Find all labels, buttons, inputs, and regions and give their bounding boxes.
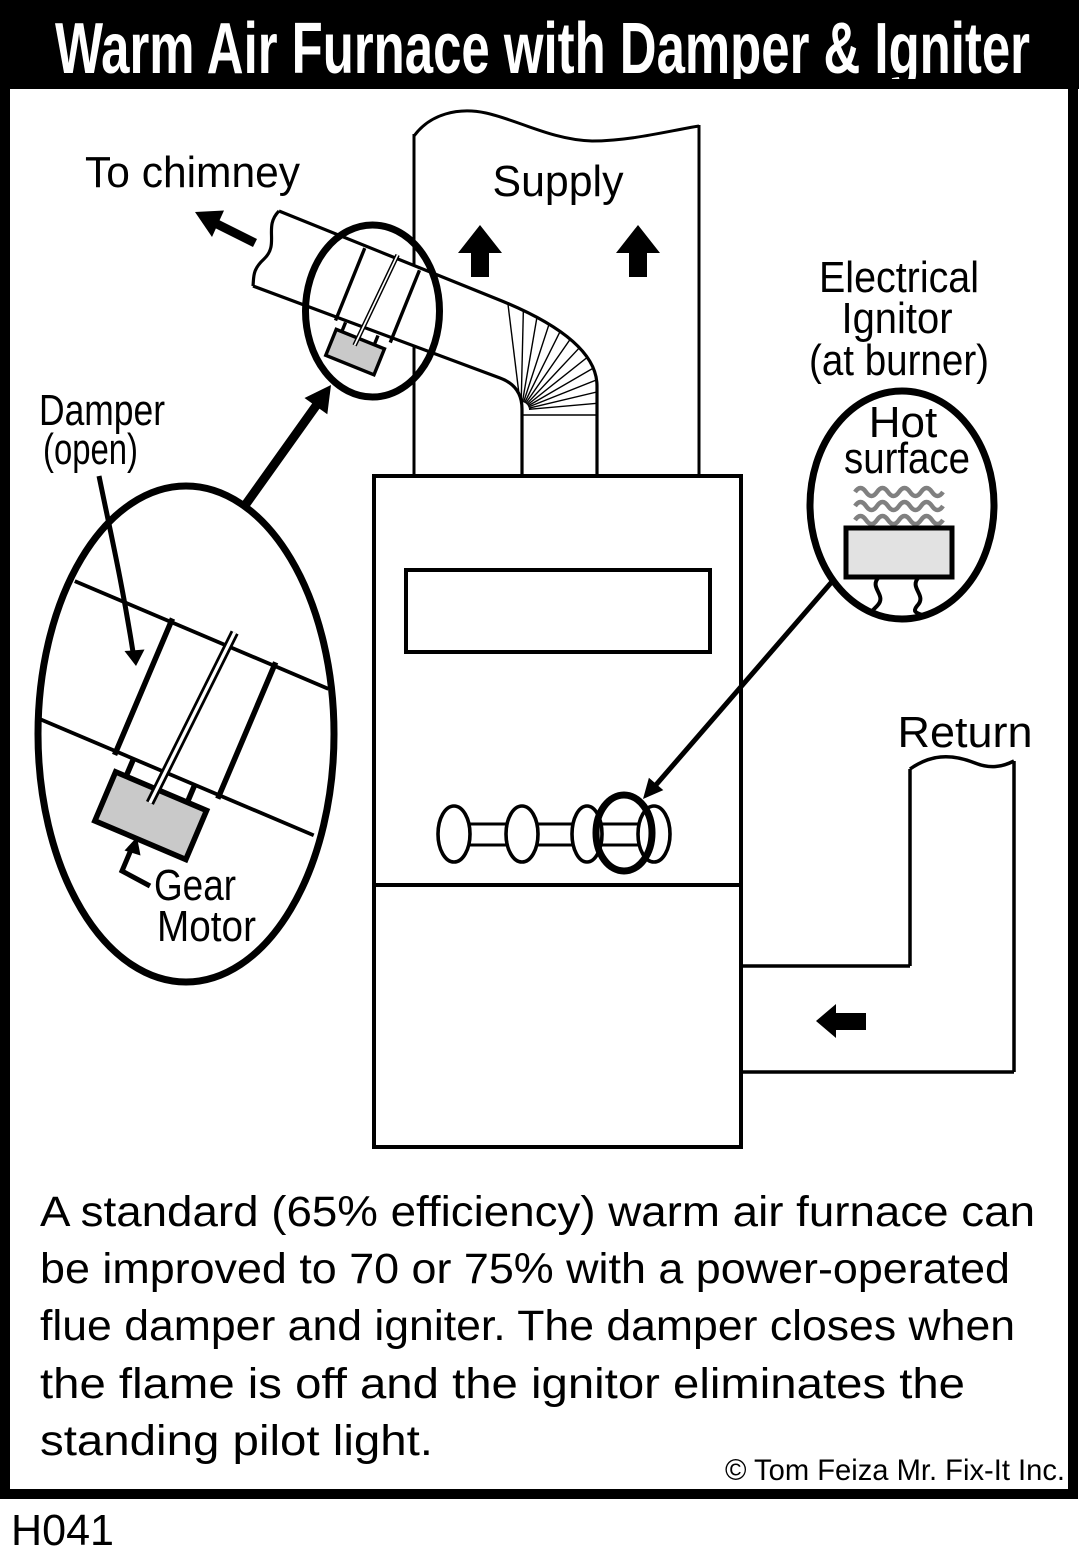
svg-text:H041: H041 xyxy=(11,1506,114,1548)
svg-text:To chimney: To chimney xyxy=(85,148,300,197)
svg-text:Supply: Supply xyxy=(493,157,624,206)
svg-text:Motor: Motor xyxy=(157,902,256,951)
svg-text:Gear: Gear xyxy=(154,861,236,910)
svg-text:flue damper and igniter. The: flue damper and igniter. The damper clos… xyxy=(40,1302,1015,1350)
svg-text:surface: surface xyxy=(844,434,970,483)
svg-text:Electrical: Electrical xyxy=(819,253,979,302)
svg-text:Hot: Hot xyxy=(869,398,937,447)
svg-text:the flame is off and the ignit: the flame is off and the ignitor elimina… xyxy=(40,1360,965,1408)
svg-text:(at burner): (at burner) xyxy=(809,336,989,385)
svg-text:A standard (65% efficiency) wa: A standard (65% efficiency) warm air fur… xyxy=(40,1188,1035,1236)
svg-text:© Tom Feiza Mr. Fix-It Inc.: © Tom Feiza Mr. Fix-It Inc. xyxy=(725,1454,1065,1487)
svg-text:standing pilot light.: standing pilot light. xyxy=(40,1417,433,1465)
svg-text:Damper: Damper xyxy=(39,386,165,435)
svg-text:Ignitor: Ignitor xyxy=(842,294,953,343)
svg-text:be improved to 70 or 75% with: be improved to 70 or 75% with a power-op… xyxy=(40,1245,1010,1293)
svg-text:(open): (open) xyxy=(43,425,138,474)
svg-text:Warm Air Furnace with Damper &: Warm Air Furnace with Damper & Igniter xyxy=(55,9,1030,89)
svg-text:Return: Return xyxy=(898,708,1033,757)
